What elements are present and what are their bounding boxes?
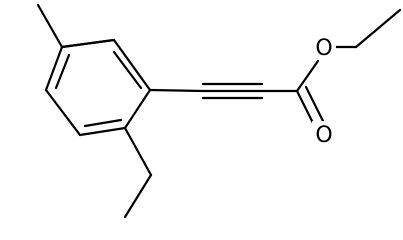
bond-carbonyl-double-1 (295, 89, 316, 127)
bond-carbonyl-ether-o (295, 59, 320, 93)
bond-ring-alkyne (148, 88, 205, 93)
ether-oxygen-label: O (315, 36, 332, 61)
bond-ring-4 (44, 88, 82, 137)
bond-ring-double-b (83, 118, 123, 128)
bond-carbonyl-double-2 (304, 85, 325, 123)
structure-canvas: O O (36, 3, 402, 219)
bond-top-ethyl-ch3 (36, 3, 64, 49)
bond-ring-6 (60, 38, 116, 49)
bond-ethyl-ch3 (354, 8, 402, 49)
carbonyl-oxygen-bg (312, 121, 336, 147)
bond-bottom-ethyl-ch3 (123, 173, 153, 219)
bond-ring-1 (112, 38, 152, 92)
carbonyl-oxygen-label: O (315, 123, 332, 148)
bond-ring-5 (44, 45, 64, 92)
bond-ring-double-a (112, 50, 143, 90)
bond-ring-3 (78, 126, 127, 137)
molecule-diagram: O O (36, 3, 402, 219)
bond-ring-2 (123, 88, 152, 130)
ether-oxygen-bg (312, 34, 336, 60)
bond-bottom-ethyl-ring (123, 126, 153, 177)
bond-ring-double-c (54, 53, 71, 90)
